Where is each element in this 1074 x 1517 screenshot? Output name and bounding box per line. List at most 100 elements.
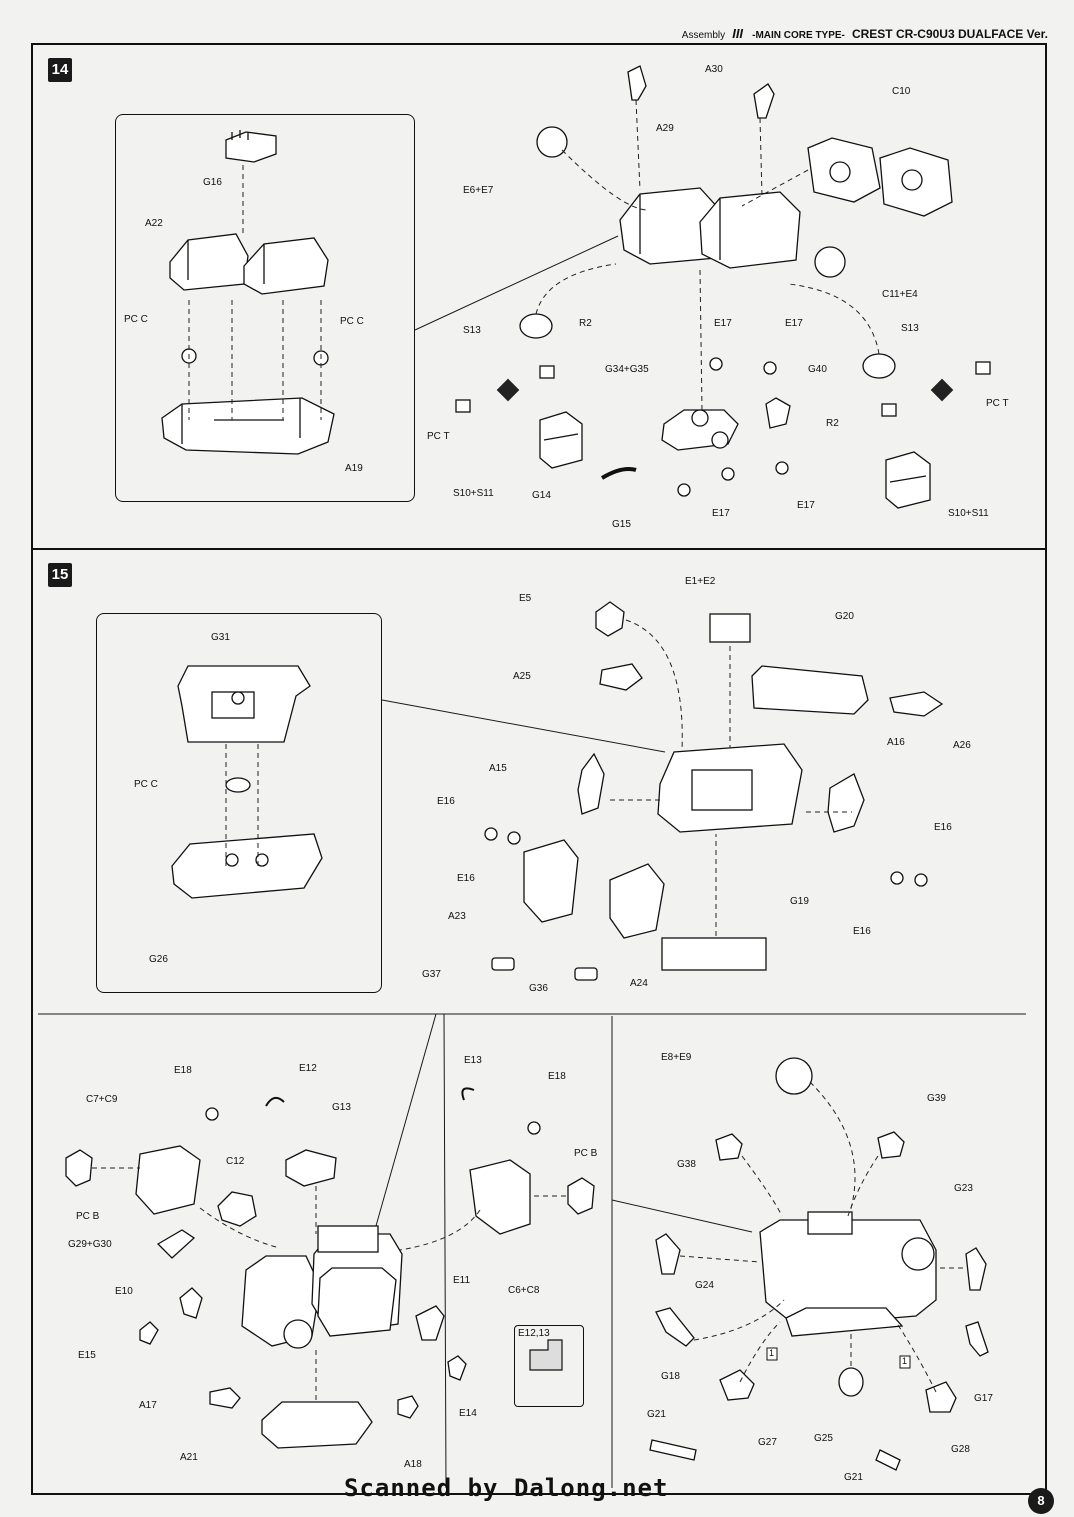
label-c12: C12 [226,1156,245,1167]
part-c7-c9 [135,1145,201,1215]
part-g28 [925,1381,957,1413]
part-c10 [807,137,953,217]
part-e8-e9 [775,1057,813,1095]
part-g39 [877,1131,905,1159]
part-e16-a [484,827,498,841]
part-a26 [889,691,944,717]
label-a24: A24 [630,978,648,989]
part-a16 [827,773,865,833]
part-body-core-step15 [657,743,803,833]
label-e12-13: E12,13 [518,1328,550,1339]
label-g14: G14 [532,490,551,501]
label-e16-c: E16 [934,822,952,833]
label-g36: G36 [529,983,548,994]
part-g19 [661,937,767,971]
sub-marker-a: 1 [769,1348,775,1358]
part-e10 [179,1287,203,1319]
callout-box-step14 [115,114,415,502]
label-a30: A30 [705,64,723,75]
label-g19: G19 [790,896,809,907]
label-a29: A29 [656,123,674,134]
part-e18-b [527,1121,541,1135]
label-e16-a: E16 [437,796,455,807]
label-a16: A16 [887,737,905,748]
label-e10: E10 [115,1286,133,1297]
label-g18: G18 [661,1371,680,1382]
part-e12 [265,1096,285,1107]
part-e16-b [507,831,521,845]
sub-marker-box-a [766,1347,778,1361]
label-e16-d: E16 [853,926,871,937]
label-a18: A18 [404,1459,422,1470]
part-r2-left [539,365,555,379]
label-g21-b: G21 [844,1472,863,1483]
part-a23 [523,839,579,923]
label-g27: G27 [758,1437,777,1448]
part-e17-c [721,467,735,481]
part-g21-b [875,1449,901,1471]
label-pc-t-left: PC T [427,431,450,442]
section-divider [31,548,1047,550]
sub-marker-b: 1 [902,1356,908,1366]
part-main-body-lower-left [241,1225,403,1349]
part-g34-g35 [661,409,739,451]
part-pc-b-right [567,1177,595,1215]
part-c12 [217,1191,257,1227]
part-s10-s11-left [539,411,583,469]
label-e17-a: E17 [714,318,732,329]
label-e6-e7: E6+E7 [463,185,494,196]
label-g25: G25 [814,1433,833,1444]
label-e18-left: E18 [174,1065,192,1076]
part-g36 [574,967,598,981]
label-e15: E15 [78,1350,96,1361]
part-e17-d [775,461,789,475]
part-s13-left [519,313,553,339]
part-e16-d [914,873,928,887]
part-e17-a [709,357,723,371]
label-a25: A25 [513,671,531,682]
label-c6-c8: C6+C8 [508,1285,540,1296]
part-e11 [415,1305,445,1341]
header-model-name: CREST CR-C90U3 DUALFACE Ver. [851,27,1048,41]
label-s13-right: S13 [901,323,919,334]
part-a24 [609,863,665,939]
label-c10: C10 [892,86,911,97]
part-a30 [753,83,775,119]
part-g17 [965,1321,989,1357]
label-e14: E14 [459,1408,477,1419]
label-g24: G24 [695,1280,714,1291]
part-g14 [600,467,637,480]
part-r2-right [881,403,897,417]
label-pc-b-left: PC B [76,1211,100,1222]
cut-mark-right [930,378,954,402]
part-g40 [765,397,791,429]
header-assembly: Assembly [681,30,726,41]
part-g21-a [649,1439,697,1461]
label-g23: G23 [954,1183,973,1194]
label-r2-left: R2 [579,318,592,329]
part-a22 [169,233,329,295]
part-pc-b-left [65,1149,93,1187]
label-g37: G37 [422,969,441,980]
part-g37 [491,957,515,971]
part-e17-b [763,361,777,375]
label-e17-d: E17 [797,500,815,511]
sub-marker-box-b [899,1355,911,1369]
label-e1-e2: E1+E2 [685,576,716,587]
label-s10-s11-left: S10+S11 [453,488,494,499]
label-e18-right: E18 [548,1071,566,1082]
label-pc-b-right: PC B [574,1148,598,1159]
label-c7-c9: C7+C9 [86,1094,118,1105]
part-g26 [171,833,323,899]
step-14-badge: 14 [48,58,72,82]
part-g31 [177,665,311,743]
label-g16: G16 [203,177,222,188]
label-e17-c: E17 [712,508,730,519]
part-pc-t-left [455,399,471,413]
label-e12: E12 [299,1063,317,1074]
cut-mark-left [496,378,520,402]
part-e5 [595,601,625,637]
step-15-badge: 15 [48,563,72,587]
label-a23: A23 [448,911,466,922]
part-g20 [751,665,869,715]
